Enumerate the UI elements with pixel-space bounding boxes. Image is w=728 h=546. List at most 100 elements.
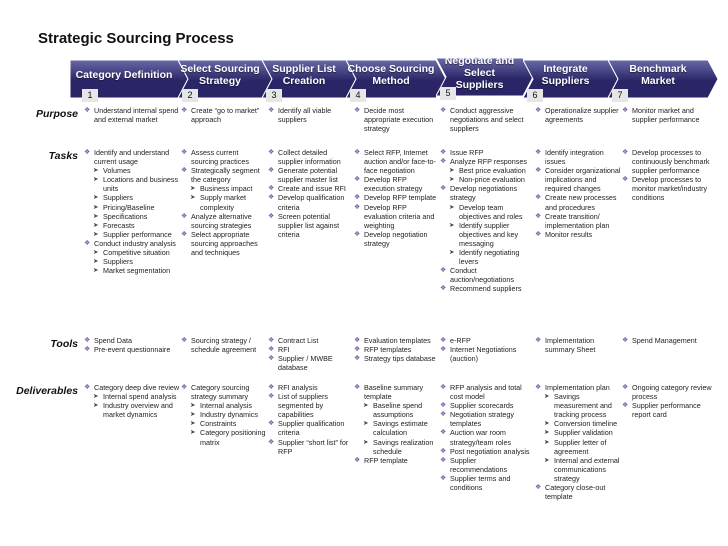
item-text: Spend Data [94, 336, 132, 345]
cell-purpose-stage-2: ❖Create “go to market” approach [181, 106, 267, 124]
diamond-bullet-icon: ❖ [622, 149, 629, 156]
diamond-bullet-icon: ❖ [440, 158, 447, 166]
diamond-bullet-icon: ❖ [84, 337, 91, 344]
item-text: Savings realization schedule [373, 437, 434, 456]
item-text: Locations and business units [103, 175, 179, 194]
item-text: Supply market complexity [200, 193, 246, 212]
sub-list-item: ➤Business impact [181, 184, 267, 193]
stage-number: 6 [527, 89, 543, 102]
diamond-bullet-icon: ❖ [181, 167, 188, 175]
diamond-bullet-icon: ❖ [268, 355, 275, 363]
list-item: ❖Ongoing category review process [622, 383, 718, 401]
item-text: Evaluation templates [364, 336, 431, 345]
stage-number: 5 [440, 87, 456, 100]
arrow-bullet-icon: ➤ [544, 420, 550, 428]
cell-tools-stage-2: ❖Sourcing strategy / schedule agreement [181, 336, 267, 354]
item-text: RFI [278, 345, 290, 355]
diamond-bullet-icon: ❖ [440, 402, 447, 410]
arrow-bullet-icon: ➤ [363, 420, 369, 428]
list-item: ❖Supplier qualification criteria [268, 419, 353, 437]
diamond-bullet-icon: ❖ [622, 402, 629, 410]
item-text: Develop processes to continuously benchm… [632, 148, 710, 176]
item-text: Supplier validation [554, 428, 613, 438]
list-item: ❖Contract List [268, 336, 353, 345]
arrow-bullet-icon: ➤ [363, 402, 369, 410]
diamond-bullet-icon: ❖ [440, 429, 447, 437]
item-text: Non-price evaluation [459, 175, 525, 185]
item-text: Specifications [103, 211, 148, 221]
sub-list-item: ➤Savings measurement and tracking proces… [535, 392, 621, 419]
list-item: ❖Internet Negotiations (auction) [440, 345, 534, 363]
diamond-bullet-icon: ❖ [354, 456, 361, 464]
sub-list-item: ➤Competitive situation [84, 248, 180, 257]
arrow-bullet-icon: ➤ [544, 456, 550, 464]
cell-tools-stage-4: ❖Evaluation templates❖RFP templates❖Stra… [354, 336, 439, 363]
arrow-bullet-icon: ➤ [449, 167, 455, 175]
diamond-bullet-icon: ❖ [354, 149, 361, 156]
sub-list-item: ➤Supply market complexity [181, 193, 267, 211]
item-text: Savings estimate calculation [373, 419, 428, 438]
cell-tasks-stage-6: ❖Identify integration issues❖Consider or… [535, 148, 621, 239]
item-text: Industry dynamics [200, 410, 258, 420]
item-text: Analyze alternative sourcing strategies [191, 211, 252, 230]
list-item: ❖Screen potential supplier list against … [268, 212, 353, 239]
arrow-bullet-icon: ➤ [363, 438, 369, 446]
arrow-bullet-icon: ➤ [93, 249, 99, 257]
diamond-bullet-icon: ❖ [535, 194, 542, 202]
item-text: Best price evaluation [459, 166, 526, 176]
item-text: Contract List [278, 336, 319, 345]
item-text: Supplier / MWBE database [278, 354, 333, 373]
list-item: ❖Develop RFP template [354, 193, 439, 202]
diamond-bullet-icon: ❖ [535, 484, 542, 492]
list-item: ❖Category deep dive review [84, 383, 180, 392]
diamond-bullet-icon: ❖ [440, 447, 447, 455]
diamond-bullet-icon: ❖ [181, 212, 188, 220]
item-text: Issue RFP [450, 148, 484, 157]
item-text: Implementation summary Sheet [545, 336, 596, 355]
list-item: ❖Operationalize supplier agreements [535, 106, 621, 124]
item-text: Collect detailed supplier information [278, 148, 341, 167]
stage-label: Integrate Suppliers [541, 63, 590, 87]
item-text: RFP analysis and total cost model [450, 383, 522, 402]
diamond-bullet-icon: ❖ [440, 185, 447, 193]
arrow-bullet-icon: ➤ [449, 249, 455, 257]
diamond-bullet-icon: ❖ [354, 203, 361, 211]
item-text: Develop RFP execution strategy [364, 175, 423, 194]
diamond-bullet-icon: ❖ [440, 285, 447, 293]
diamond-bullet-icon: ❖ [354, 176, 361, 184]
list-item: ❖Implementation plan [535, 383, 621, 392]
arrow-bullet-icon: ➤ [93, 402, 99, 410]
item-text: Conversion timeline [554, 419, 618, 429]
list-item: ❖Collect detailed supplier information [268, 148, 353, 166]
item-text: Create transition/ implementation plan [545, 211, 610, 230]
row-label-purpose: Purpose [35, 108, 78, 120]
list-item: ❖Assess current sourcing practices [181, 148, 267, 166]
diamond-bullet-icon: ❖ [268, 167, 275, 175]
sub-list-item: ➤Baseline spend assumptions [354, 401, 439, 419]
item-text: Post negotiation analysis [450, 446, 530, 456]
row-label-deliverables: Deliverables [16, 385, 78, 397]
item-text: Develop RFP template [364, 193, 437, 203]
list-item: ❖Post negotiation analysis [440, 447, 534, 456]
cell-tools-stage-7: ❖Spend Management [622, 336, 718, 345]
diamond-bullet-icon: ❖ [181, 337, 188, 344]
list-item: ❖Develop processes to continuously bench… [622, 148, 718, 175]
diamond-bullet-icon: ❖ [268, 194, 275, 202]
list-item: ❖Supplier terms and conditions [440, 474, 534, 492]
item-text: Analyze RFP responses [450, 157, 527, 167]
item-text: Supplier terms and conditions [450, 473, 511, 493]
sub-list-item: ➤ Savings estimate calculation [354, 419, 439, 437]
list-item: ❖Develop processes to monitor market/ind… [622, 175, 718, 202]
cell-purpose-stage-3: ❖Identify all viable suppliers [268, 106, 353, 124]
arrow-bullet-icon: ➤ [449, 203, 455, 211]
item-text: Internal and external communications str… [554, 455, 620, 483]
cell-tools-stage-1: ❖Spend Data❖Pre-event questionnaire [84, 336, 180, 354]
item-text: Develop qualification criteria [278, 193, 345, 212]
stage-chevron-shape [346, 59, 446, 99]
item-text: Internet Negotiations (auction) [450, 345, 517, 364]
item-text: Create new processes and procedures [545, 193, 617, 212]
diamond-bullet-icon: ❖ [535, 167, 542, 175]
arrow-bullet-icon: ➤ [93, 221, 99, 229]
diamond-bullet-icon: ❖ [535, 107, 542, 114]
